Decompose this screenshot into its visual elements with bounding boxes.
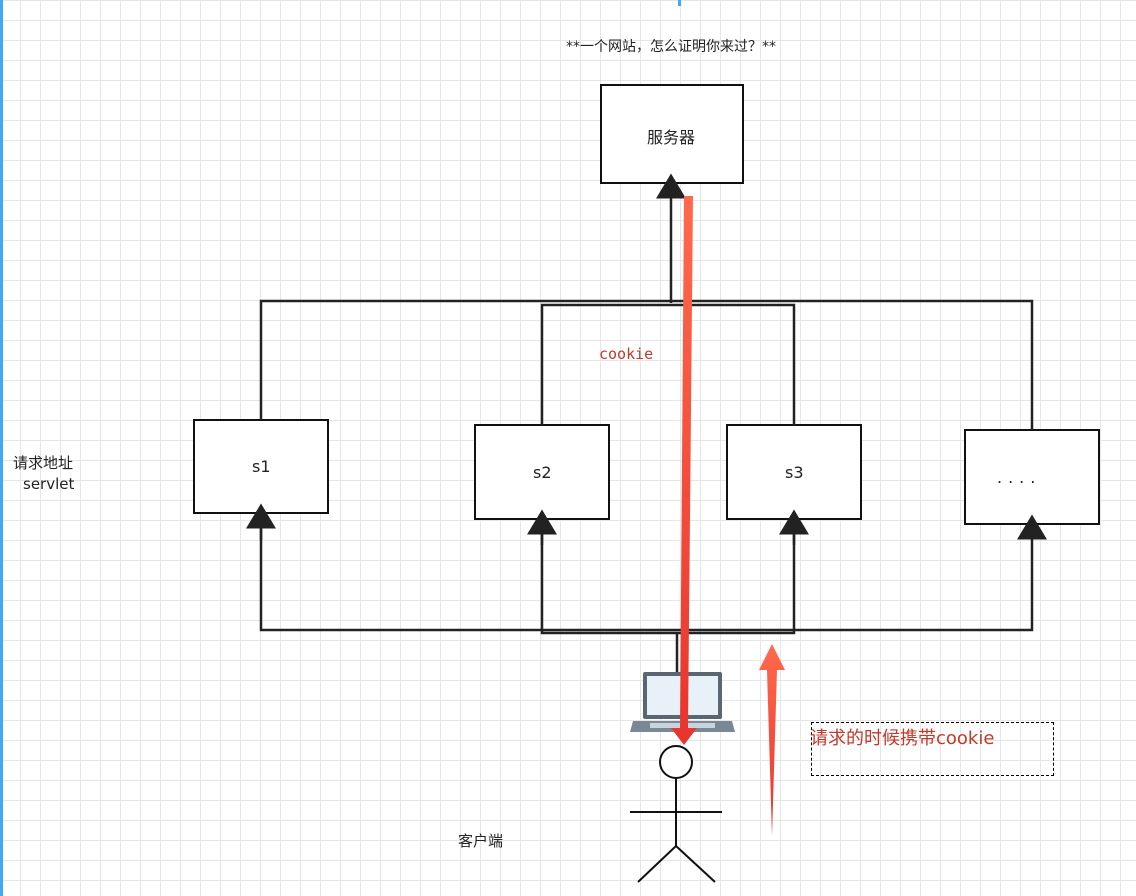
canvas-edge (0, 0, 3, 896)
connector-top-outer (259, 299, 1034, 430)
note-text: 请求的时候携带cookie (810, 728, 995, 749)
canvas-edge-marker (678, 0, 681, 6)
diagram-title: **一个网站，怎么证明你来过？** (566, 39, 776, 55)
side-label-line1: 请求地址 (13, 454, 74, 472)
servlet-label-more: .... (997, 468, 1042, 487)
red-arrow-up (759, 644, 785, 836)
servlet-label-s3: s3 (785, 463, 804, 482)
red-arrow-down (671, 196, 697, 745)
servlet-label-s2: s2 (533, 463, 552, 482)
cookie-label: cookie (599, 345, 654, 363)
connector-bottom-outer (259, 514, 1047, 632)
client-figure-icon[interactable] (630, 745, 722, 883)
servlet-label-s1: s1 (252, 457, 271, 476)
server-label: 服务器 (647, 128, 696, 147)
servlet-box-s1[interactable] (193, 419, 329, 514)
client-label: 客户端 (458, 832, 504, 850)
side-label-line2: servlet (23, 475, 75, 493)
connector-top-inner (540, 303, 796, 425)
note-box[interactable] (811, 722, 1054, 776)
side-label: 请求地址 servlet (13, 453, 74, 495)
connector-bottom-inner (540, 522, 796, 635)
server-box[interactable] (600, 84, 744, 184)
